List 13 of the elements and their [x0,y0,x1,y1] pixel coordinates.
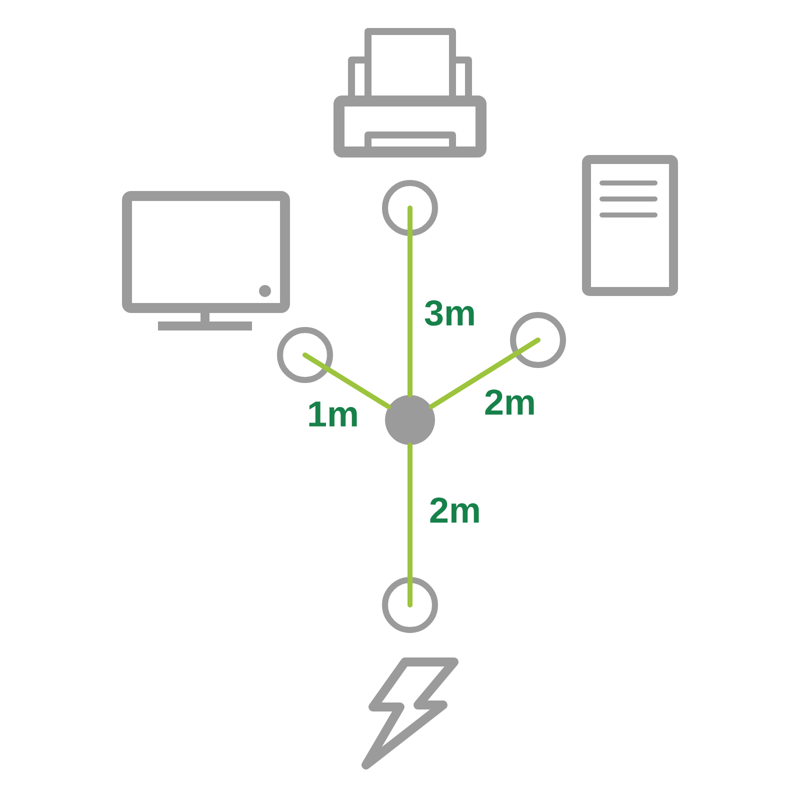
connector-line [428,338,540,410]
edge-label: 2m [430,497,479,523]
connector-line [408,442,412,608]
edge-label: 1m [309,402,357,426]
connector-line [408,206,412,398]
junction-dot [385,395,435,445]
edge-label: 2m [485,389,534,415]
edge-label: 3m [424,300,474,326]
ring [510,312,566,368]
ring [277,327,333,383]
ring [382,180,438,236]
ring [382,577,438,633]
connector-line [302,352,392,410]
